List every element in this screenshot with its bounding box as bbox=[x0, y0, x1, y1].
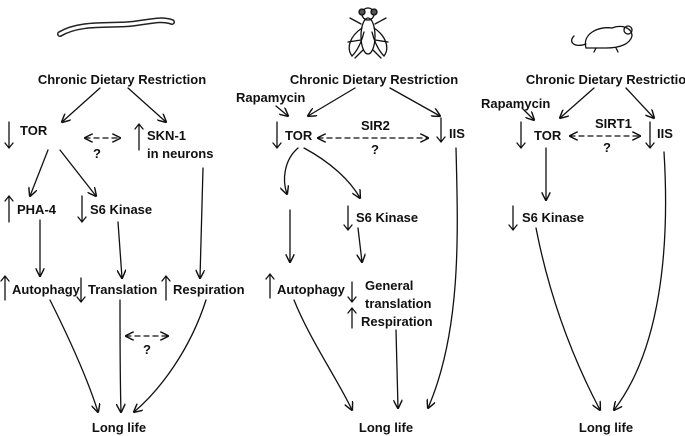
fly-icon bbox=[347, 7, 389, 59]
down-arrow-icon bbox=[76, 277, 86, 304]
fly-autophagy: Autophagy bbox=[277, 282, 345, 297]
mouse-title: Chronic Dietary Restriction bbox=[525, 72, 685, 87]
worm-tor: TOR bbox=[20, 123, 48, 138]
down-arrow-icon bbox=[4, 121, 14, 150]
up-arrow-icon bbox=[265, 272, 275, 299]
fly-rapamycin: Rapamycin bbox=[236, 90, 306, 105]
worm-autophagy: Autophagy bbox=[12, 282, 80, 297]
down-arrow-icon bbox=[272, 121, 282, 150]
worm-s6k: S6 Kinase bbox=[90, 202, 153, 217]
worm-icon bbox=[57, 17, 175, 37]
up-arrow-icon bbox=[4, 194, 14, 223]
worm-pha4: PHA-4 bbox=[17, 202, 57, 217]
fly-iis: IIS bbox=[449, 126, 465, 141]
mouse-icon bbox=[571, 25, 633, 53]
worm-question-1: ? bbox=[93, 146, 101, 161]
up-arrow-icon bbox=[161, 274, 171, 301]
worm-translation: Translation bbox=[88, 282, 158, 297]
mouse-sirt1: SIRT1 bbox=[595, 116, 632, 131]
worm-respiration: Respiration bbox=[173, 282, 245, 297]
down-arrow-icon bbox=[436, 117, 446, 144]
worm-skn1: SKN-1 bbox=[147, 128, 187, 143]
worm-longlife: Long life bbox=[91, 420, 147, 435]
fly-general: General bbox=[365, 278, 414, 293]
worm-title: Chronic Dietary Restriction bbox=[37, 72, 207, 87]
mouse-longlife: Long life bbox=[578, 420, 634, 435]
fly-question: ? bbox=[371, 142, 379, 157]
worm-skn1-sub: in neurons bbox=[147, 146, 214, 161]
mouse-tor: TOR bbox=[534, 128, 562, 143]
fly-longlife: Long life bbox=[358, 420, 414, 435]
fly-s6k: S6 Kinase bbox=[356, 210, 419, 225]
worm-question-2: ? bbox=[143, 342, 151, 357]
fly-tor: TOR bbox=[285, 128, 313, 143]
mouse-iis: IIS bbox=[657, 126, 673, 141]
mouse-s6k: S6 Kinase bbox=[522, 210, 585, 225]
mouse-rapamycin: Rapamycin bbox=[481, 96, 551, 111]
down-arrow-icon bbox=[343, 205, 353, 232]
up-arrow-icon bbox=[134, 122, 144, 151]
fly-translation: translation bbox=[365, 296, 432, 311]
down-arrow-icon bbox=[645, 121, 655, 150]
down-arrow-icon bbox=[508, 205, 518, 232]
down-arrow-icon bbox=[516, 121, 526, 150]
fly-sir2: SIR2 bbox=[361, 118, 390, 133]
down-arrow-icon bbox=[77, 195, 87, 224]
up-arrow-icon bbox=[0, 274, 10, 301]
fly-title: Chronic Dietary Restriction bbox=[289, 72, 459, 87]
down-arrow-icon bbox=[347, 281, 357, 304]
fly-respiration: Respiration bbox=[361, 314, 433, 329]
up-arrow-icon bbox=[347, 306, 357, 329]
mouse-question: ? bbox=[603, 140, 611, 155]
